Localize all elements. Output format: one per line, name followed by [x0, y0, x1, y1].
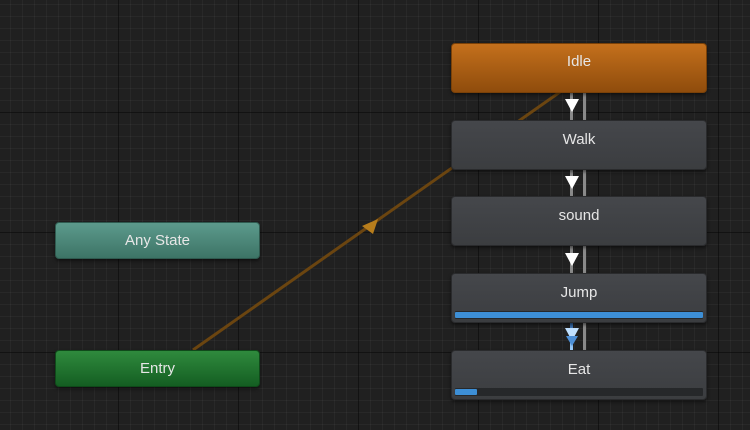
state-label: Any State [124, 232, 191, 249]
transition-arrow-icon [565, 99, 579, 112]
state-label: sound [558, 207, 600, 224]
state-label: Entry [139, 360, 175, 377]
transition-arrow-icon [565, 253, 579, 266]
transition-arrow-icon [362, 219, 378, 234]
state-progress-fill [455, 389, 478, 395]
state-node-sound[interactable]: sound [451, 196, 707, 246]
transition-arrow-icon [565, 328, 579, 341]
state-label: Eat [567, 361, 591, 378]
state-node-idle[interactable]: Idle [451, 43, 707, 93]
transition-sound-to-jump[interactable] [565, 246, 586, 273]
transition-arrow-icon [566, 336, 578, 346]
state-node-walk[interactable]: Walk [451, 120, 707, 170]
state-label: Walk [562, 131, 596, 148]
state-node-any-state[interactable]: Any State [55, 222, 260, 259]
transition-idle-to-walk[interactable] [565, 93, 586, 120]
transition-arrow-icon [565, 176, 579, 189]
state-label: Jump [560, 284, 598, 301]
state-node-entry[interactable]: Entry [55, 350, 260, 387]
transition-jump-to-eat[interactable] [565, 323, 586, 350]
state-progress-bar [455, 311, 703, 319]
state-progress-fill [455, 312, 703, 318]
transition-walk-to-sound[interactable] [565, 170, 586, 196]
state-node-eat[interactable]: Eat [451, 350, 707, 400]
state-node-jump[interactable]: Jump [451, 273, 707, 323]
state-label: Idle [566, 53, 592, 70]
state-progress-bar [455, 388, 703, 396]
